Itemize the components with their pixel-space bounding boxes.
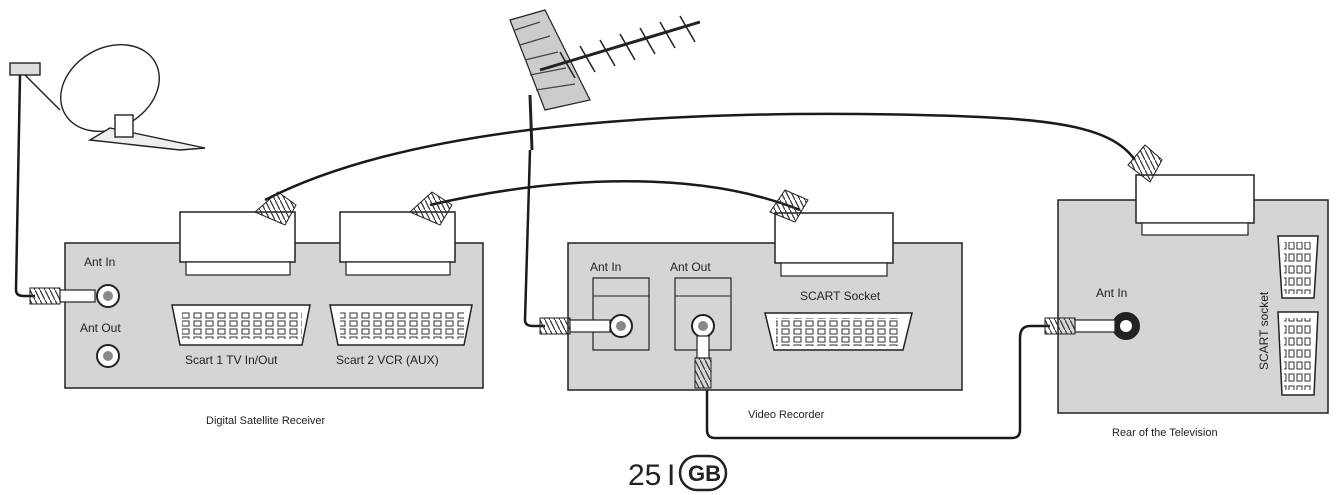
tv-scart-label: SCART socket (1257, 291, 1271, 370)
satellite-receiver: Ant In Ant Out Scart 1 TV In/Out Scart 2… (29, 191, 484, 389)
vcr-scart-socket[interactable] (764, 312, 913, 351)
tv-ant-in-label: Ant In (1096, 286, 1127, 300)
coax-plug-icon (29, 287, 96, 305)
receiver-scart1-socket[interactable] (171, 304, 311, 346)
receiver-ant-out-label: Ant Out (80, 321, 121, 335)
receiver-scart1-label: Scart 1 TV In/Out (185, 353, 278, 367)
receiver-ant-in-label: Ant In (84, 255, 115, 269)
language-badge (678, 454, 728, 492)
television: Ant In SCART socket (1044, 144, 1329, 414)
tv-scart-socket[interactable] (1277, 235, 1319, 299)
satellite-dish-icon (9, 43, 206, 151)
language-code: GB (688, 461, 721, 486)
coax-plug-icon (1044, 317, 1116, 335)
vcr-ant-in-socket[interactable] (609, 314, 633, 338)
receiver-scart2-label: Scart 2 VCR (AUX) (336, 353, 439, 367)
tv-caption: Rear of the Television (1112, 427, 1218, 439)
coax-plug-icon (539, 317, 611, 335)
coax-plug-icon (694, 335, 712, 389)
scart-plug-icon (339, 191, 456, 276)
receiver-ant-in-socket[interactable] (96, 284, 120, 308)
scart-plug-icon (179, 191, 297, 276)
receiver-caption: Digital Satellite Receiver (206, 415, 326, 427)
page-footer: 25 I GB (628, 454, 728, 492)
page-number: 25 (628, 459, 661, 492)
vcr-ant-out-label: Ant Out (670, 260, 711, 274)
cables (14, 74, 1137, 440)
vcr-ant-in-label: Ant In (590, 260, 621, 274)
aerial-antenna-icon (509, 9, 701, 151)
scart-plug-icon (1127, 144, 1255, 236)
tv-scart-socket[interactable] (1277, 311, 1319, 396)
receiver-scart2-socket[interactable] (329, 304, 473, 346)
page-separator: I (667, 459, 675, 492)
receiver-ant-out-socket[interactable] (96, 344, 120, 368)
tv-ant-in-socket[interactable] (1112, 312, 1140, 340)
video-recorder: Ant In Ant Out SCART Socket (539, 189, 963, 391)
vcr-ant-out-socket[interactable] (691, 314, 715, 338)
vcr-caption: Video Recorder (748, 409, 825, 421)
vcr-scart-label: SCART Socket (800, 289, 881, 303)
scart-plug-icon (769, 189, 894, 277)
